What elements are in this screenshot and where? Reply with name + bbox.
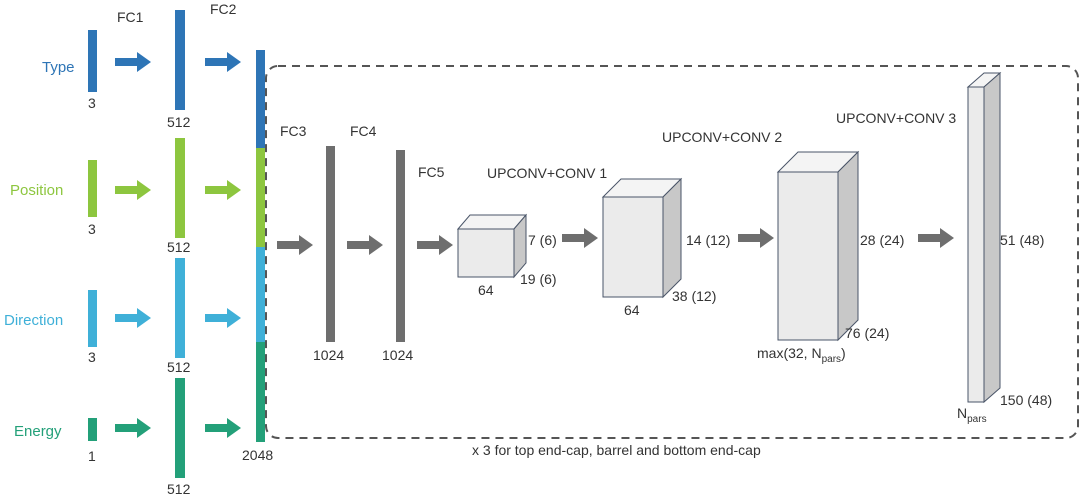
fc2-label: FC2 xyxy=(210,1,237,17)
input-bar-position xyxy=(88,160,97,217)
input-size-type: 3 xyxy=(88,95,96,111)
conv1-height: 7 (6) xyxy=(528,232,557,248)
arrow-direction-to-fc1 xyxy=(115,308,151,328)
arrow-fc1-to-fc2-energy xyxy=(205,418,241,438)
fc2-size: 2048 xyxy=(242,447,273,463)
repeat-region-dashed-box xyxy=(265,65,1079,439)
arrow-fc1-to-fc2-type xyxy=(205,52,241,72)
conv2-height: 14 (12) xyxy=(686,232,730,248)
input-size-direction: 3 xyxy=(88,349,96,365)
conv1-box xyxy=(456,213,528,279)
output-box-front xyxy=(967,86,985,403)
input-bar-energy xyxy=(88,418,97,441)
arrow-conv3-to-output xyxy=(918,228,954,248)
fc1-bar-energy xyxy=(175,378,185,478)
conv2-box-front xyxy=(602,196,664,298)
arrow-type-to-fc1 xyxy=(115,52,151,72)
output-width: 150 (48) xyxy=(1000,392,1052,408)
arrow-conv1-to-conv2 xyxy=(562,228,598,248)
input-label-direction: Direction xyxy=(4,312,63,329)
conv3-depth: max(32, Npars) xyxy=(757,345,846,365)
fc1-size-direction: 512 xyxy=(167,359,191,375)
fc1-size-type: 512 xyxy=(167,114,191,130)
output-depth: Npars xyxy=(957,405,987,425)
conv3-box-front xyxy=(777,171,839,341)
fc1-size-energy: 512 xyxy=(167,481,191,497)
conv1-box-front xyxy=(457,228,515,278)
conv3-height: 28 (24) xyxy=(860,232,904,248)
input-size-position: 3 xyxy=(88,221,96,237)
conv2-depth: 64 xyxy=(624,302,640,318)
fc4-label: FC4 xyxy=(350,123,377,139)
fc1-bar-type xyxy=(175,10,185,110)
arrow-fc4-to-fc5 xyxy=(417,235,453,255)
conv3-depth-subscript: pars xyxy=(822,354,841,365)
arrow-fc2-to-fc3 xyxy=(277,235,313,255)
conv2-box-side xyxy=(662,177,682,299)
input-label-type: Type xyxy=(42,59,75,76)
arrow-fc3-to-fc4 xyxy=(347,235,383,255)
input-bar-type xyxy=(88,30,97,92)
fc1-bar-direction xyxy=(175,258,185,358)
input-bar-direction xyxy=(88,290,97,347)
fc3-size: 1024 xyxy=(313,347,344,363)
conv3-depth-close: ) xyxy=(841,345,846,361)
arrow-fc1-to-fc2-position xyxy=(205,180,241,200)
input-size-energy: 1 xyxy=(88,448,96,464)
conv3-box xyxy=(776,150,860,342)
conv3-label: UPCONV+CONV 3 xyxy=(836,110,956,126)
input-label-position: Position xyxy=(10,182,63,199)
arrow-energy-to-fc1 xyxy=(115,418,151,438)
conv2-width: 38 (12) xyxy=(672,288,716,304)
fc1-size-position: 512 xyxy=(167,239,191,255)
conv1-width: 19 (6) xyxy=(520,271,557,287)
output-depth-text: N xyxy=(957,405,967,421)
fc4-bar xyxy=(396,150,405,342)
conv2-box xyxy=(601,177,683,299)
output-box xyxy=(966,71,1002,404)
conv1-label: UPCONV+CONV 1 xyxy=(487,165,607,181)
conv3-width: 76 (24) xyxy=(845,325,889,341)
fc4-size: 1024 xyxy=(382,347,413,363)
fc3-label: FC3 xyxy=(280,123,307,139)
arrow-position-to-fc1 xyxy=(115,180,151,200)
output-depth-subscript: pars xyxy=(967,414,986,425)
output-height: 51 (48) xyxy=(1000,232,1044,248)
conv2-label: UPCONV+CONV 2 xyxy=(662,129,782,145)
conv3-depth-text: max(32, N xyxy=(757,345,822,361)
fc5-label: FC5 xyxy=(418,164,445,180)
fc1-bar-position xyxy=(175,138,185,238)
arrow-fc1-to-fc2-direction xyxy=(205,308,241,328)
conv1-depth: 64 xyxy=(478,282,494,298)
input-label-energy: Energy xyxy=(14,423,62,440)
fc1-label: FC1 xyxy=(117,9,144,25)
fc2-segment-position xyxy=(256,148,265,247)
fc2-segment-energy xyxy=(256,342,265,442)
arrow-conv2-to-conv3 xyxy=(738,228,774,248)
conv3-box-side xyxy=(837,150,859,342)
fc2-segment-direction xyxy=(256,247,265,342)
fc2-segment-type xyxy=(256,50,265,148)
repeat-caption: x 3 for top end-cap, barrel and bottom e… xyxy=(472,442,761,458)
output-box-side xyxy=(983,71,1001,404)
fc3-bar xyxy=(326,146,335,342)
